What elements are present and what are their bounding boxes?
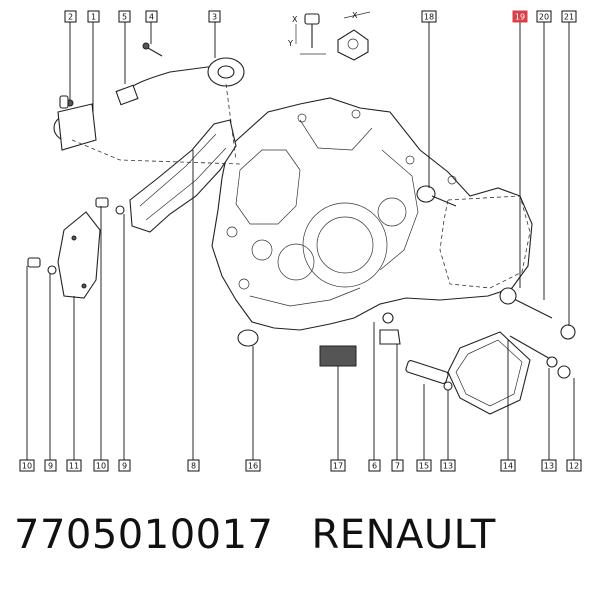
- svg-text:15: 15: [419, 462, 429, 471]
- callout-11[interactable]: 11: [66, 459, 82, 472]
- callout-10-right[interactable]: 10: [93, 459, 109, 472]
- svg-text:13: 13: [443, 462, 453, 471]
- svg-text:5: 5: [122, 13, 127, 22]
- svg-text:16: 16: [248, 462, 258, 471]
- svg-text:10: 10: [22, 462, 32, 471]
- legend-x-top: X: [292, 15, 298, 24]
- svg-text:21: 21: [564, 13, 574, 22]
- rear-cover-and-bolts: [405, 331, 571, 415]
- svg-text:3: 3: [212, 13, 217, 22]
- gasket-shield: [129, 119, 237, 233]
- svg-text:7: 7: [395, 462, 400, 471]
- gearbox-housing: [211, 97, 533, 331]
- leader-lines: [26, 22, 575, 460]
- svg-text:4: 4: [149, 13, 154, 22]
- svg-text:14: 14: [503, 462, 513, 471]
- callout-13-left[interactable]: 13: [440, 459, 456, 472]
- svg-text:10: 10: [96, 462, 106, 471]
- exploded-parts-diagram: X Y X: [19, 10, 582, 472]
- svg-text:17: 17: [333, 462, 343, 471]
- callout-4[interactable]: 4: [145, 10, 158, 23]
- callout-6[interactable]: 6: [368, 459, 381, 472]
- callout-18[interactable]: 18: [421, 10, 437, 23]
- callout-9-left[interactable]: 9: [44, 459, 57, 472]
- cover-plate: [57, 211, 101, 299]
- part-number: 7705010017: [14, 512, 274, 558]
- legend-axis-labels: X Y X: [287, 11, 358, 48]
- brand-name: RENAULT: [311, 512, 496, 558]
- callout-8[interactable]: 8: [187, 459, 200, 472]
- callout-15[interactable]: 15: [416, 459, 432, 472]
- svg-text:6: 6: [372, 462, 377, 471]
- callout-16[interactable]: 16: [245, 459, 261, 472]
- legend-x-side: X: [352, 11, 358, 20]
- callout-19-highlighted[interactable]: 19: [512, 10, 528, 23]
- small-bolts: [27, 95, 125, 275]
- callout-13-right[interactable]: 13: [541, 459, 557, 472]
- svg-text:18: 18: [424, 13, 434, 22]
- svg-text:8: 8: [191, 462, 196, 471]
- callout-5[interactable]: 5: [118, 10, 131, 23]
- svg-text:12: 12: [569, 462, 579, 471]
- svg-text:9: 9: [122, 462, 127, 471]
- svg-text:9: 9: [48, 462, 53, 471]
- stud-and-nut: [416, 185, 576, 340]
- callout-2[interactable]: 2: [64, 10, 77, 23]
- clutch-release-bearing: [53, 99, 97, 151]
- callout-1[interactable]: 1: [87, 10, 100, 23]
- plug-and-sleeve: [237, 312, 401, 367]
- fastener-legend-nut: [337, 11, 371, 61]
- svg-text:13: 13: [544, 462, 554, 471]
- svg-text:11: 11: [69, 462, 79, 471]
- release-bearing-pipe: [115, 42, 245, 106]
- callout-7[interactable]: 7: [391, 459, 404, 472]
- callout-9-right[interactable]: 9: [118, 459, 131, 472]
- fastener-legend-bolt: [295, 13, 326, 55]
- callout-14[interactable]: 14: [500, 459, 516, 472]
- callout-20[interactable]: 20: [536, 10, 552, 23]
- callout-17[interactable]: 17: [330, 459, 346, 472]
- svg-text:19: 19: [515, 13, 525, 22]
- legend-y-top: Y: [287, 39, 293, 48]
- part-caption: 7705010017 RENAULT: [14, 512, 496, 558]
- svg-text:2: 2: [68, 13, 73, 22]
- callout-12[interactable]: 12: [566, 459, 582, 472]
- callout-10-left[interactable]: 10: [19, 459, 35, 472]
- svg-text:1: 1: [91, 13, 96, 22]
- callout-3[interactable]: 3: [208, 10, 221, 23]
- callout-21[interactable]: 21: [561, 10, 577, 23]
- svg-text:20: 20: [539, 13, 549, 22]
